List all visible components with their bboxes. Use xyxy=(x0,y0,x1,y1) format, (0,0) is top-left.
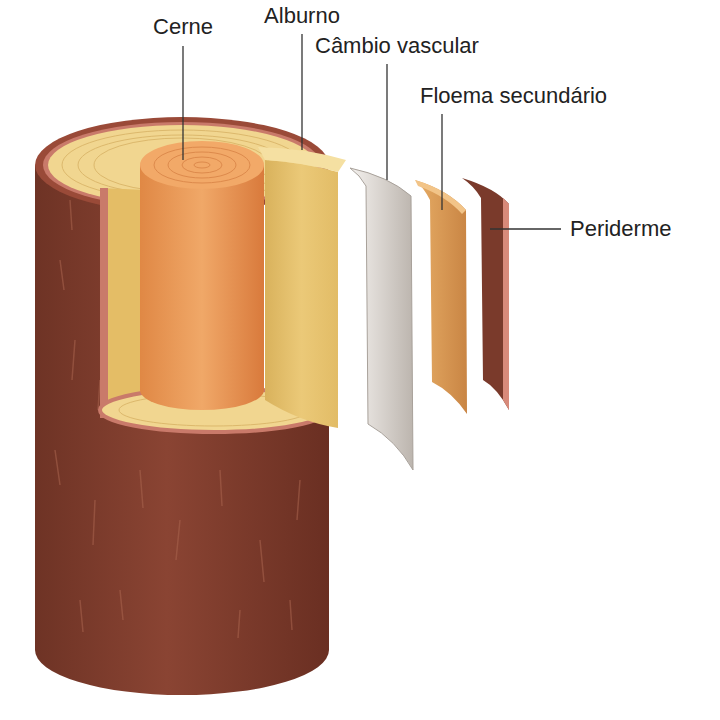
part-label: Periderme xyxy=(570,216,671,242)
periderm-sheet xyxy=(462,178,509,410)
phloem-edge xyxy=(415,180,466,214)
sapwood-cut-face xyxy=(100,188,146,418)
heartwood-top xyxy=(140,141,264,189)
sapwood-slab xyxy=(265,160,338,428)
part-label: Cerne xyxy=(153,14,213,40)
heartwood-cylinder xyxy=(140,165,264,410)
heartwood-rings xyxy=(154,147,250,183)
cambium-sheet xyxy=(350,168,413,470)
part-label: Floema secundário xyxy=(420,83,607,109)
sapwood-slab-top xyxy=(258,147,346,172)
leader-lines xyxy=(183,34,561,229)
phloem-sheet xyxy=(415,180,467,414)
bark-cut-edge xyxy=(100,188,108,418)
part-label: Câmbio vascular xyxy=(315,33,479,59)
part-label: Alburno xyxy=(264,3,340,29)
periderm-edge xyxy=(503,198,509,410)
